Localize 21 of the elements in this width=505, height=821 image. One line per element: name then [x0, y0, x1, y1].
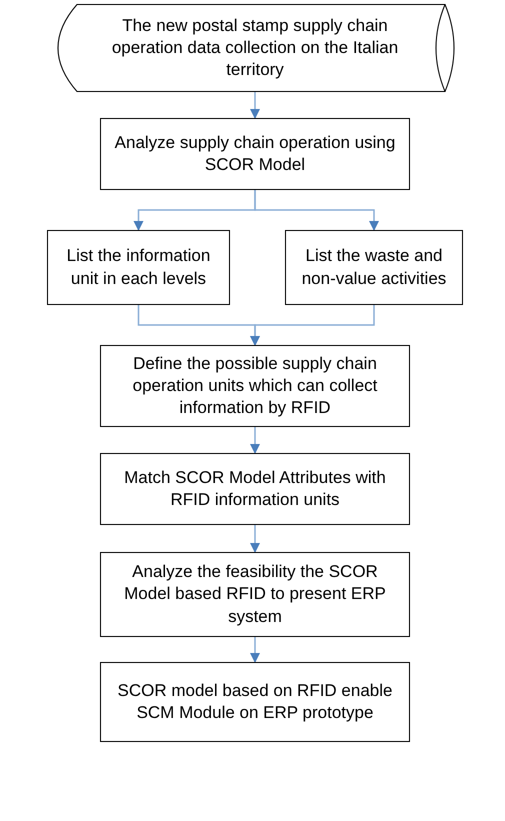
process-box	[47, 230, 230, 305]
node-text: List the information unit in each levels	[66, 245, 212, 290]
arrow	[254, 190, 379, 231]
process-box	[100, 345, 410, 427]
process-box	[100, 552, 410, 637]
arrow	[250, 92, 260, 119]
node-text: Define the possible supply chain operation units which can collect information by RFID	[132, 352, 378, 420]
node-text: List the waste and non-value activities	[300, 245, 448, 290]
process-box	[100, 453, 410, 525]
arrow	[250, 637, 260, 663]
node-text: The new postal stamp supply chain operation data collection on the Italian territory	[110, 14, 400, 82]
node-text: Analyze the feasibility the SCOR Model based RFID to present ERP system	[123, 561, 387, 628]
process-box	[100, 662, 410, 742]
node-text: SCOR model based on RFID enable SCM Module on ERP prototype	[116, 680, 394, 724]
node-text: Analyze supply chain operation using SCOR Model	[114, 132, 396, 176]
arrow	[250, 305, 375, 346]
arrow	[250, 525, 260, 553]
process-box	[285, 230, 463, 305]
process-box	[100, 118, 410, 190]
arrow	[250, 427, 260, 454]
node-text: Match SCOR Model Attributes with RFID information units	[123, 466, 387, 511]
